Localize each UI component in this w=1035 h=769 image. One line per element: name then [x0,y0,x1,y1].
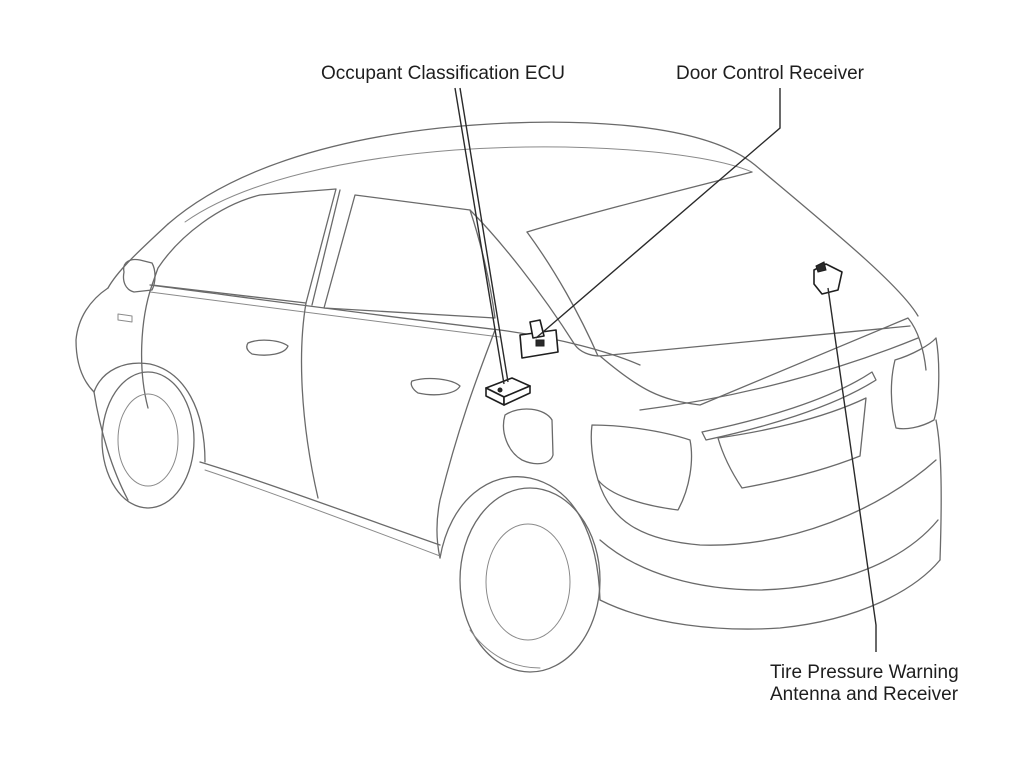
callout-occupant-classification-ecu: Occupant Classification ECU [321,63,565,84]
rear-wheel [459,487,601,673]
rear-wheel-hub [485,523,571,641]
leader-occupant-classification-ecu-2 [459,87,509,383]
rear-bumper-bottom [599,559,941,630]
rocker-panel [199,461,441,546]
roof-crease [184,146,753,223]
front-wheel-arch [93,362,206,463]
front-door-handle [246,339,289,356]
trunk-top [599,317,927,406]
fuel-door [502,408,554,465]
c-pillar [469,209,911,357]
front-window [151,188,337,304]
a-pillar [107,223,169,289]
front-bumper-lower [93,391,129,501]
callout-labels: Occupant Classification ECU Door Control… [321,63,959,705]
leader-tire-pressure-receiver [827,287,877,652]
side-marker [117,313,133,323]
rocker-panel-lower [204,469,441,557]
leader-lines [454,87,877,652]
front-door-front [140,284,153,409]
roof-outline [167,121,919,317]
car-outline [75,121,942,673]
side-mirror [122,258,156,293]
rear-window [323,194,496,319]
beltline-lower [149,291,501,338]
left-tail-light [590,424,693,511]
hood-front [75,287,109,393]
rear-wheel-arch [439,476,601,601]
callout-tire-pressure-line-2: Antenna and Receiver [770,684,959,705]
rear-tire-tread [469,629,541,669]
front-wheel-hub [117,393,179,487]
occupant-classification-ecu-part [485,377,531,406]
front-door-seam [300,302,319,499]
license-plate-recess [717,397,867,489]
door-control-receiver-part [519,319,559,359]
leader-occupant-classification-ecu [454,87,505,385]
b-pillar [311,189,341,306]
rear-bumper-lower [599,519,939,591]
tire-pressure-receiver-part [813,261,843,295]
rear-door-handle [410,377,461,396]
rear-bumper [597,459,937,546]
rear-side-lower [935,419,942,561]
leader-door-control-receiver [535,88,781,339]
rear-door-rear-seam [436,329,496,559]
callout-tire-pressure-line-1: Tire Pressure Warning [770,662,959,683]
right-tail-light [890,337,940,430]
front-wheel [101,371,195,509]
callout-door-control-receiver: Door Control Receiver [676,63,865,84]
trunk-edge [639,337,919,411]
roof-rear-line [526,171,753,233]
trunk-garnish [701,371,877,441]
beltline [149,284,641,366]
rear-glass-edge [526,231,599,357]
